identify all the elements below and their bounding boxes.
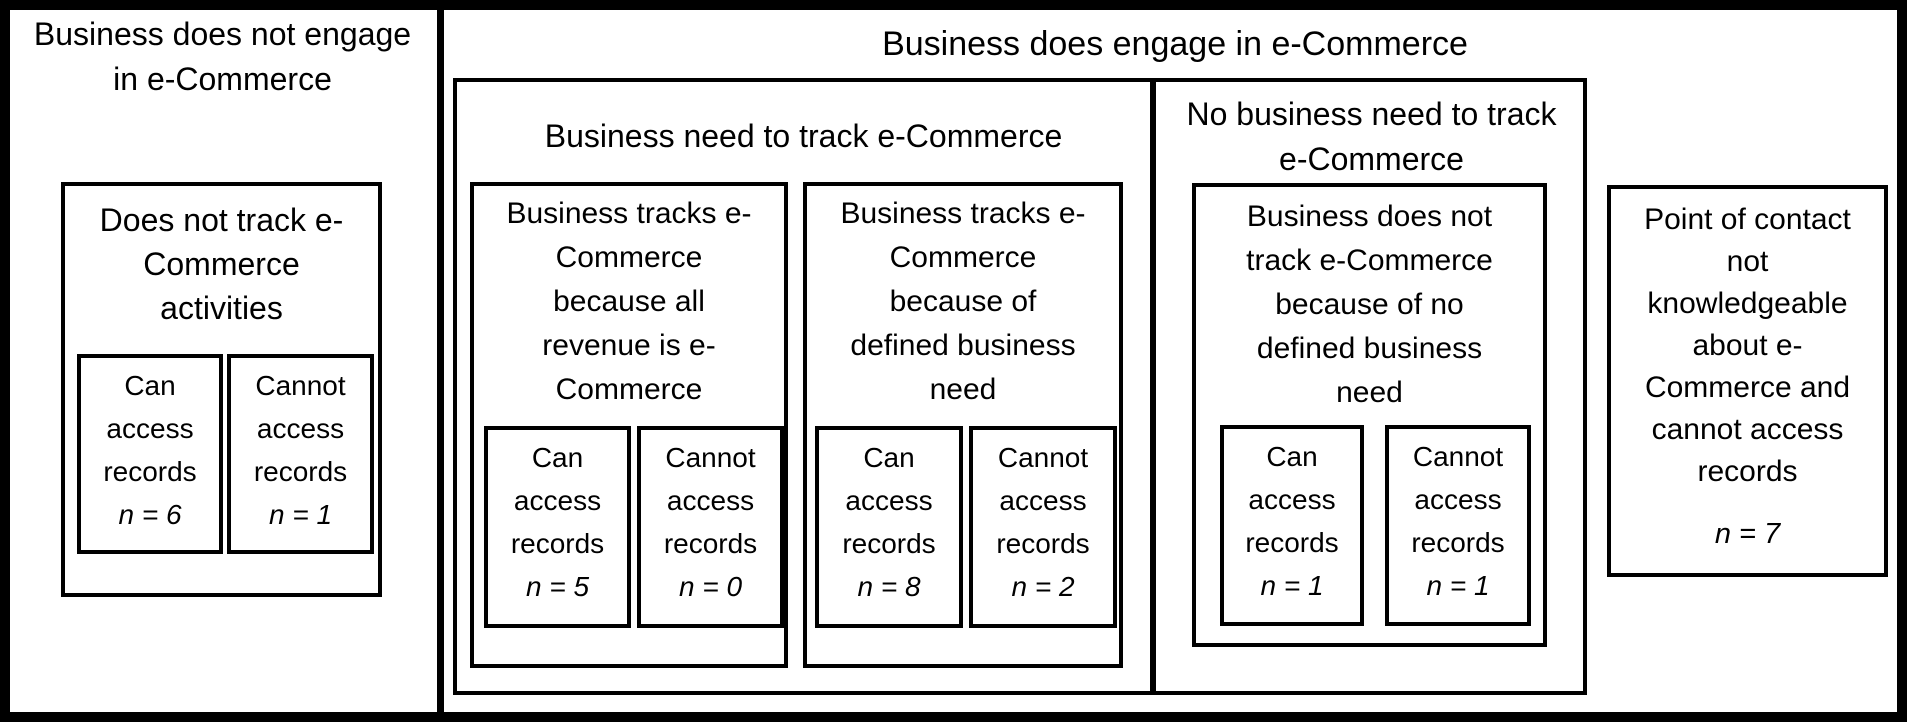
need-track-title: Business need to track e-Commerce [544,118,1063,154]
cannot-access-records-box: Cannot access records n = 2 [969,426,1117,628]
right-section-title: Business does engage in e-Commerce [882,25,1468,63]
cannot-access-label: Cannot access records [996,442,1090,559]
can-access-label: Can access records [1245,441,1339,558]
tracks-defined-need-title: Business tracks e- Commerce because of d… [840,197,1086,406]
engage-box: Business need to track e-Commerce Busine… [453,78,1587,695]
point-of-contact-box: Point of contact not knowledgeable about… [1607,185,1888,577]
n-count: n = 0 [678,571,743,602]
tracks-defined-need-box: Business tracks e- Commerce because of d… [803,182,1123,668]
can-access-label: Can access records [103,370,197,487]
cannot-access-label: Cannot access records [253,370,348,487]
cannot-access-label: Cannot access records [663,442,758,559]
no-track-no-need-box: Business does not track e-Commerce becau… [1192,183,1547,647]
point-of-contact-label: Point of contact not knowledgeable about… [1644,203,1851,488]
n-count: n = 6 [118,499,182,530]
n-count: n = 8 [857,571,921,602]
engage-inner-divider-line [1150,82,1156,691]
n-count: n = 1 [268,499,333,530]
does-not-track-box: Does not track e- Commerce activities Ca… [61,182,382,597]
section-divider-line [437,0,444,722]
n-count: n = 7 [1714,518,1781,550]
cannot-access-records-box: Cannot access records n = 0 [637,426,784,628]
can-access-records-box: Can access records n = 1 [1220,425,1364,626]
can-access-records-box: Can access records n = 8 [815,426,963,628]
n-count: n = 5 [525,571,590,602]
tracks-all-revenue-box: Business tracks e- Commerce because all … [470,182,788,668]
can-access-label: Can access records [510,442,605,559]
n-count: n = 1 [1426,570,1490,601]
n-count: n = 2 [1011,571,1075,602]
left-section-title: Business does not engage in e-Commerce [33,16,412,97]
no-need-title: No business need to track e-Commerce [1186,96,1557,177]
can-access-records-box: Can access records n = 5 [484,426,631,628]
n-count: n = 1 [1260,570,1324,601]
cannot-access-records-box: Cannot access records n = 1 [227,354,374,554]
does-not-track-title: Does not track e- Commerce activities [99,202,344,326]
can-access-label: Can access records [842,442,936,559]
no-track-no-need-title: Business does not track e-Commerce becau… [1246,200,1493,409]
can-access-records-box: Can access records n = 6 [77,354,223,554]
cannot-access-label: Cannot access records [1411,441,1505,558]
tracks-all-revenue-title: Business tracks e- Commerce because all … [506,197,752,406]
cannot-access-records-box: Cannot access records n = 1 [1385,425,1531,626]
